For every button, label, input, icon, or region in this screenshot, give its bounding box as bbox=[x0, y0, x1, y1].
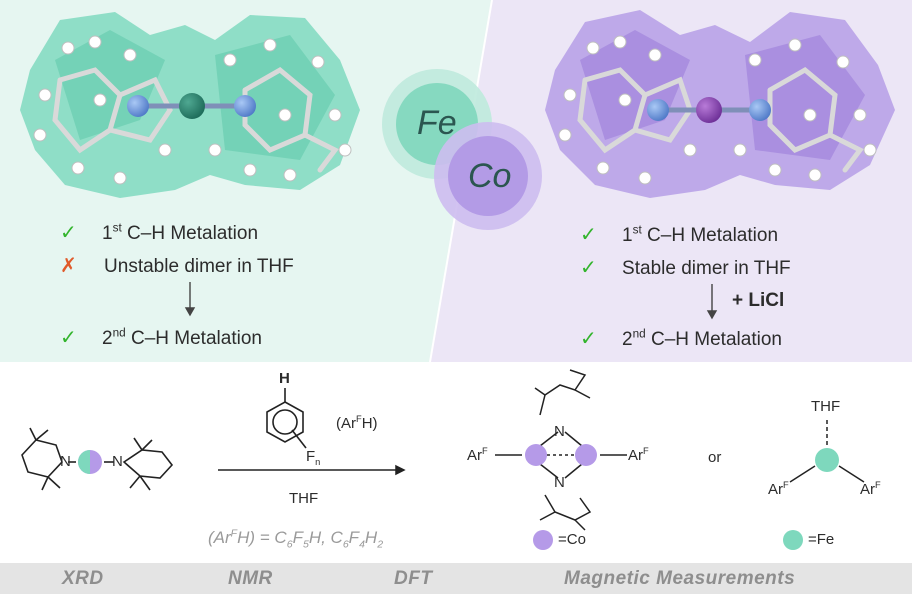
co-step1-row: ✓ 1st C–H Metalation bbox=[580, 222, 778, 247]
check-icon: ✓ bbox=[60, 327, 77, 349]
co-n-bottom: N bbox=[554, 474, 565, 491]
co-complex-molecule bbox=[545, 10, 895, 198]
licl-additive-label: + LiCl bbox=[732, 290, 785, 311]
aryl-h-label: H bbox=[279, 370, 290, 387]
co-dimer-label: Stable dimer in THF bbox=[622, 258, 791, 279]
fe-dimer-label: Unstable dimer in THF bbox=[104, 256, 294, 277]
reactant-structure bbox=[21, 427, 174, 491]
co-badge-label: Co bbox=[468, 157, 512, 195]
footer-dft: DFT bbox=[394, 568, 433, 589]
footer-xrd: XRD bbox=[62, 568, 104, 589]
fe-badge-label: Fe bbox=[417, 104, 457, 142]
fe-step2-row: ✓ 2nd C–H Metalation bbox=[60, 325, 262, 350]
metal-badge-circles bbox=[382, 69, 542, 230]
reactant-n-left: N bbox=[60, 453, 71, 470]
fe-complex-molecule bbox=[20, 12, 360, 198]
fluoroarene-ring bbox=[266, 388, 307, 449]
fe-thf-structure bbox=[789, 420, 865, 483]
cross-icon: ✗ bbox=[60, 255, 77, 277]
reactant-n-right: N bbox=[112, 453, 123, 470]
thf-solvent-label: THF bbox=[289, 490, 319, 507]
co-arf-right: ArF bbox=[628, 446, 649, 464]
co-n-top: N bbox=[554, 423, 565, 440]
co-step1-label: 1st C–H Metalation bbox=[622, 223, 779, 246]
co-key-label: =Co bbox=[558, 531, 586, 548]
or-label: or bbox=[708, 449, 722, 466]
fe-key-label: =Fe bbox=[808, 531, 835, 548]
check-icon: ✓ bbox=[60, 222, 77, 244]
fe-arf-left: ArF bbox=[768, 480, 789, 498]
footer-magnetic: Magnetic Measurements bbox=[564, 568, 796, 589]
fluorine-label: Fn bbox=[306, 448, 321, 467]
fe-dimer-row: ✗ Unstable dimer in THF bbox=[60, 253, 294, 278]
co-dimer-structure bbox=[495, 369, 627, 531]
co-step2-label: 2nd C–H Metalation bbox=[622, 327, 782, 350]
substrate-definition: (ArFH) = C6F5H, C6F4H2 bbox=[208, 527, 384, 551]
techniques-band bbox=[0, 563, 912, 594]
footer-nmr: NMR bbox=[228, 568, 273, 589]
fe-arf-right: ArF bbox=[860, 480, 881, 498]
co-arf-left: ArF bbox=[467, 446, 488, 464]
fe-step1-label: 1st C–H Metalation bbox=[102, 221, 259, 244]
arfh-label: (ArFH) bbox=[336, 414, 378, 432]
check-icon: ✓ bbox=[580, 257, 597, 279]
co-step2-row: ✓ 2nd C–H Metalation bbox=[580, 326, 782, 351]
fe-step2-label: 2nd C–H Metalation bbox=[102, 326, 262, 349]
co-dimer-row: ✓ Stable dimer in THF bbox=[580, 255, 791, 280]
fe-thf-label: THF bbox=[811, 398, 841, 415]
fe-step1-row: ✓ 1st C–H Metalation bbox=[60, 220, 258, 245]
check-icon: ✓ bbox=[580, 328, 597, 350]
check-icon: ✓ bbox=[580, 224, 597, 246]
